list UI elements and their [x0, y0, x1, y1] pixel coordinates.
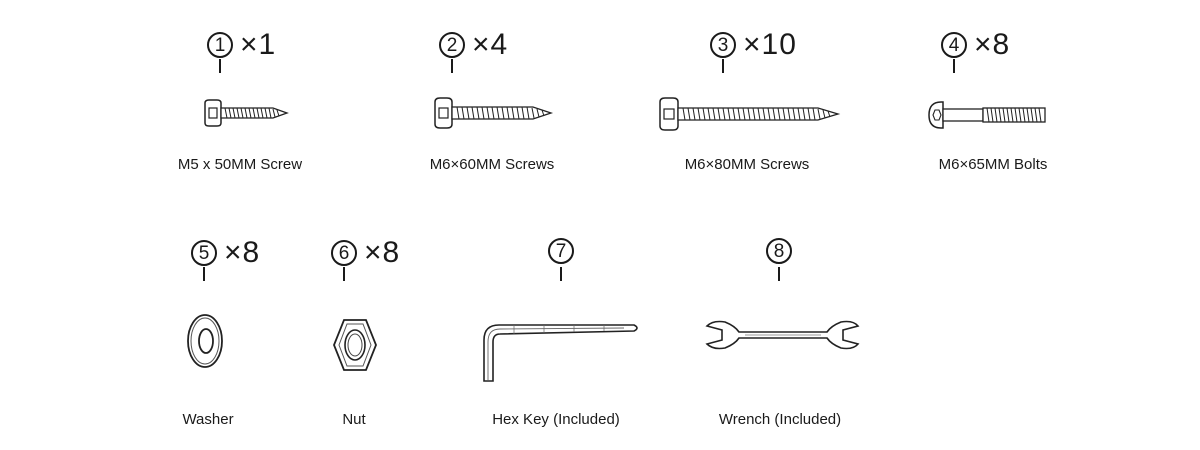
- screw-icon: [434, 97, 554, 129]
- part-number-badge: 5: [191, 240, 217, 266]
- part-8-header: 8: [766, 238, 799, 264]
- screw-icon: [659, 97, 841, 131]
- screw-icon: [204, 99, 289, 127]
- part-label: Wrench (Included): [718, 411, 842, 428]
- part-5-header: 5 ×8: [191, 238, 260, 268]
- part-label: M6×80MM Screws: [684, 156, 810, 173]
- leader-line: [219, 59, 221, 73]
- part-quantity: ×4: [472, 28, 509, 61]
- part-label: Hex Key (Included): [492, 411, 620, 428]
- part-label: M5 x 50MM Screw: [177, 156, 303, 173]
- part-quantity: ×8: [224, 236, 261, 269]
- part-6-header: 6 ×8: [331, 238, 400, 268]
- part-number-badge: 6: [331, 240, 357, 266]
- part-quantity: ×10: [743, 28, 797, 61]
- part-label: Washer: [182, 411, 234, 428]
- part-label: Nut: [342, 411, 366, 428]
- hex-key-icon: [483, 324, 638, 382]
- part-1-header: 1 ×1: [207, 30, 276, 60]
- part-quantity: ×8: [974, 28, 1011, 61]
- part-3-header: 3 ×10: [710, 30, 797, 60]
- part-label: M6×65MM Bolts: [938, 156, 1048, 173]
- leader-line: [451, 59, 453, 73]
- bolt-icon: [928, 101, 1046, 129]
- part-number-badge: 2: [439, 32, 465, 58]
- leader-line: [203, 267, 205, 281]
- leader-line: [953, 59, 955, 73]
- part-7-header: 7: [548, 238, 581, 264]
- washer-icon: [187, 314, 223, 368]
- part-quantity: ×8: [364, 236, 401, 269]
- part-2-header: 2 ×4: [439, 30, 508, 60]
- part-4-header: 4 ×8: [941, 30, 1010, 60]
- leader-line: [722, 59, 724, 73]
- part-label: M6×60MM Screws: [429, 156, 555, 173]
- part-number-badge: 3: [710, 32, 736, 58]
- wrench-icon: [705, 320, 860, 350]
- nut-icon: [333, 319, 377, 371]
- part-number-badge: 4: [941, 32, 967, 58]
- leader-line: [778, 267, 780, 281]
- part-number-badge: 1: [207, 32, 233, 58]
- part-quantity: ×1: [240, 28, 277, 61]
- part-number-badge: 8: [766, 238, 792, 264]
- part-number-badge: 7: [548, 238, 574, 264]
- leader-line: [343, 267, 345, 281]
- leader-line: [560, 267, 562, 281]
